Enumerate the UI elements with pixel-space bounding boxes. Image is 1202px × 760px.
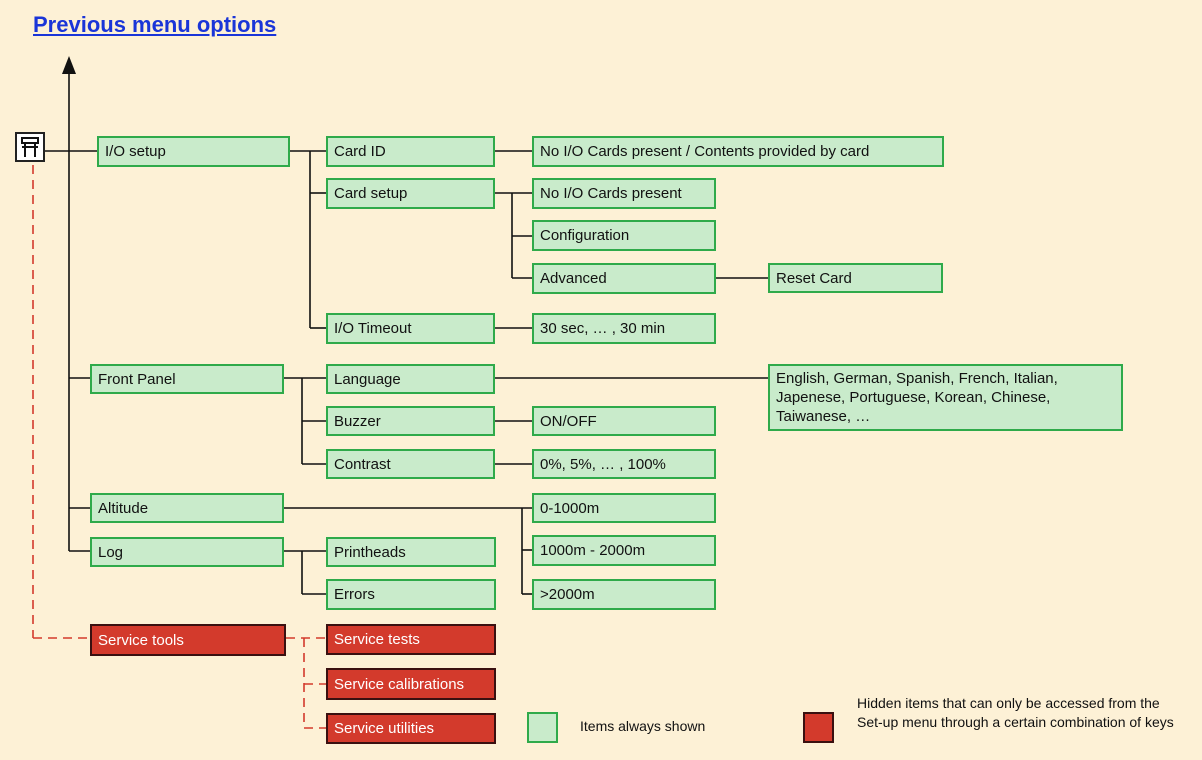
altitude-menu-item[interactable]: Altitude: [90, 493, 284, 523]
card-setup-value: No I/O Cards present: [532, 178, 716, 209]
io-timeout-menu-item[interactable]: I/O Timeout: [326, 313, 495, 344]
reset-card-menu-item[interactable]: Reset Card: [768, 263, 943, 293]
service-utilities-menu-item[interactable]: Service utilities: [326, 713, 496, 744]
altitude-option-1[interactable]: 0-1000m: [532, 493, 716, 523]
io-timeout-value: 30 sec, … , 30 min: [532, 313, 716, 344]
service-calibrations-menu-item[interactable]: Service calibrations: [326, 668, 496, 700]
setup-menu-icon[interactable]: [15, 132, 45, 162]
log-menu-item[interactable]: Log: [90, 537, 284, 567]
altitude-option-3[interactable]: >2000m: [532, 579, 716, 610]
buzzer-menu-item[interactable]: Buzzer: [326, 406, 495, 436]
contrast-value: 0%, 5%, … , 100%: [532, 449, 716, 479]
buzzer-value: ON/OFF: [532, 406, 716, 436]
legend-shown-swatch: [527, 712, 558, 743]
front-panel-menu-item[interactable]: Front Panel: [90, 364, 284, 394]
errors-menu-item[interactable]: Errors: [326, 579, 496, 610]
configuration-menu-item[interactable]: Configuration: [532, 220, 716, 251]
legend-shown-label: Items always shown: [580, 718, 706, 734]
legend-hidden-label: Hidden items that can only be accessed f…: [857, 695, 1174, 730]
setup-menu-icon-glyph: [21, 137, 39, 157]
contrast-menu-item[interactable]: Contrast: [326, 449, 495, 479]
card-setup-menu-item[interactable]: Card setup: [326, 178, 495, 209]
previous-menu-options-link[interactable]: Previous menu options: [33, 12, 277, 37]
advanced-menu-item[interactable]: Advanced: [532, 263, 716, 294]
legend-hidden-swatch: [803, 712, 834, 743]
language-menu-item[interactable]: Language: [326, 364, 495, 394]
altitude-option-2[interactable]: 1000m - 2000m: [532, 535, 716, 566]
service-tools-menu-item[interactable]: Service tools: [90, 624, 286, 656]
language-value: English, German, Spanish, French, Italia…: [768, 364, 1123, 431]
card-id-menu-item[interactable]: Card ID: [326, 136, 495, 167]
io-setup-menu-item[interactable]: I/O setup: [97, 136, 290, 167]
card-id-value: No I/O Cards present / Contents provided…: [532, 136, 944, 167]
service-tests-menu-item[interactable]: Service tests: [326, 624, 496, 655]
printheads-menu-item[interactable]: Printheads: [326, 537, 496, 567]
